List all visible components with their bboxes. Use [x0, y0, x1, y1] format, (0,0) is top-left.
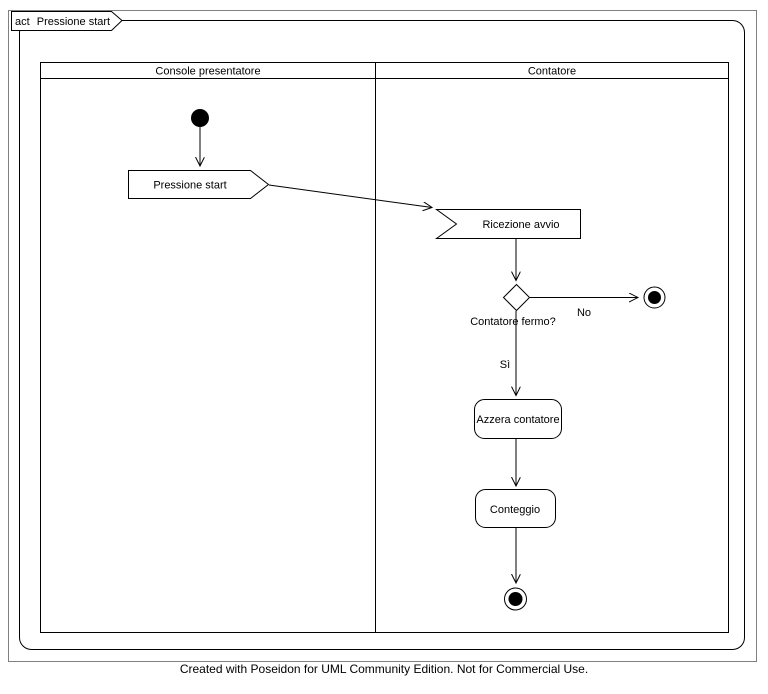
- send-signal-label: Pressione start: [153, 180, 226, 192]
- frame-title: Pressione start: [37, 16, 110, 28]
- guard-label-si: Sì: [500, 359, 510, 371]
- final-node-no-branch-core: [648, 291, 661, 304]
- edge-send-to-receive: [268, 184, 432, 208]
- action-conteggio: [475, 489, 556, 528]
- action-conteggio-label: Conteggio: [490, 504, 540, 516]
- lane-title-console-presentatore: Console presentatore: [155, 66, 260, 78]
- frame-name-tab: [11, 11, 123, 31]
- poseidon-credit-text: Created with Poseidon for UML Community …: [180, 662, 588, 676]
- receive-signal-ricezione-avvio: [434, 209, 581, 239]
- frame-name-label: act Pressione start: [15, 16, 110, 28]
- decision-node: [502, 283, 531, 312]
- lane-title-contatore: Contatore: [528, 66, 576, 78]
- initial-node: [191, 109, 209, 127]
- receive-signal-label: Ricezione avvio: [482, 219, 559, 231]
- decision-question-label: Contatore fermo?: [470, 316, 556, 328]
- send-signal-pressione-start: [128, 170, 270, 199]
- guard-label-no: No: [577, 307, 591, 319]
- action-azzera-contatore: [474, 399, 562, 439]
- action-azzera-label: Azzera contatore: [476, 414, 559, 426]
- final-node-bottom-core: [508, 592, 523, 606]
- frame-keyword: act: [15, 16, 30, 28]
- swimlane-container: [40, 62, 729, 633]
